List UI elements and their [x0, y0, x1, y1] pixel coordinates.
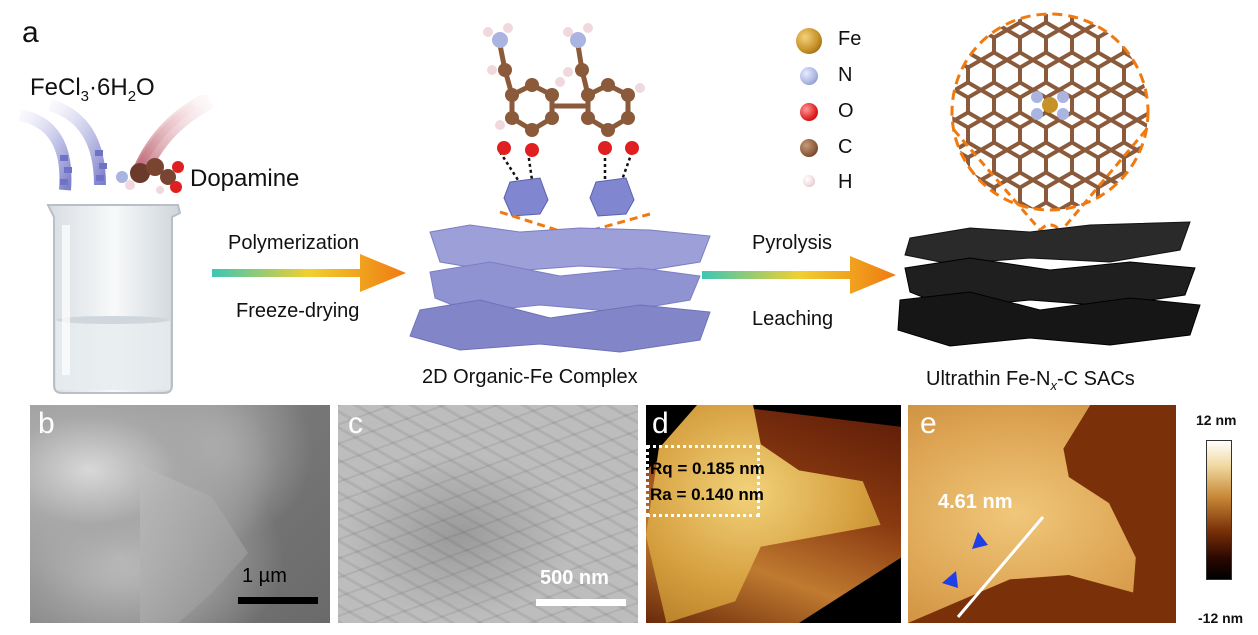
arrow-polymerization	[212, 254, 406, 292]
panel-b-scale-bar	[238, 597, 318, 604]
panel-c-letter: c	[348, 407, 363, 440]
legend-o-swatch	[800, 103, 818, 121]
sac-illustration	[897, 12, 1201, 347]
step1-bottom-label: Freeze-drying	[236, 300, 360, 322]
ra-value: Ra = 0.140 nm	[650, 485, 764, 504]
step2-bottom-label: Leaching	[752, 308, 834, 330]
legend-o-label: O	[838, 100, 854, 122]
afm-height-image: e 4.61 nm	[908, 405, 1176, 623]
height-profile-line	[942, 516, 1045, 618]
colorbar-max-label: 12 nm	[1196, 412, 1237, 428]
roughness-box	[646, 445, 760, 517]
step1-top-label: Polymerization	[228, 232, 360, 254]
legend-c-swatch	[800, 139, 818, 157]
product-label: Ultrathin Fe-Nx-C SACs	[926, 368, 1135, 393]
rq-value: Rq = 0.185 nm	[650, 459, 765, 478]
panel-b-scale-label: 1 µm	[242, 565, 287, 587]
tem-image: c 500 nm	[338, 405, 638, 623]
legend-fe-swatch	[796, 28, 822, 54]
panel-c-scale-label: 500 nm	[540, 567, 609, 589]
legend-h-swatch	[803, 175, 815, 187]
organic-fe-complex-illustration	[409, 23, 711, 353]
colorbar	[1206, 440, 1232, 580]
legend-fe-label: Fe	[838, 28, 862, 50]
panel-c-scale-bar	[536, 599, 626, 606]
height-value: 4.61 nm	[938, 491, 1013, 513]
reagent-formula: FeCl3·6H2O	[30, 74, 155, 105]
arrow-pyrolysis	[702, 256, 896, 294]
panel-d-letter: d	[652, 407, 669, 440]
beaker-illustration	[18, 95, 215, 394]
legend-n-swatch	[800, 67, 818, 85]
afm-3d-image: d Rq = 0.185 nm Ra = 0.140 nm	[646, 405, 901, 623]
step2-top-label: Pyrolysis	[752, 232, 833, 254]
atom-legend: Fe N O C H	[790, 22, 900, 202]
panel-b-letter: b	[38, 407, 55, 440]
panel-a-letter: a	[22, 16, 39, 49]
sem-image: b 1 µm	[30, 405, 330, 623]
colorbar-min-label: -12 nm	[1198, 610, 1244, 626]
reagent-dopamine-label: Dopamine	[190, 165, 300, 192]
panel-e-letter: e	[920, 407, 937, 440]
intermediate-label: 2D Organic-Fe Complex	[422, 366, 638, 388]
legend-h-label: H	[838, 171, 853, 193]
legend-c-label: C	[838, 136, 853, 158]
legend-n-label: N	[838, 64, 853, 86]
